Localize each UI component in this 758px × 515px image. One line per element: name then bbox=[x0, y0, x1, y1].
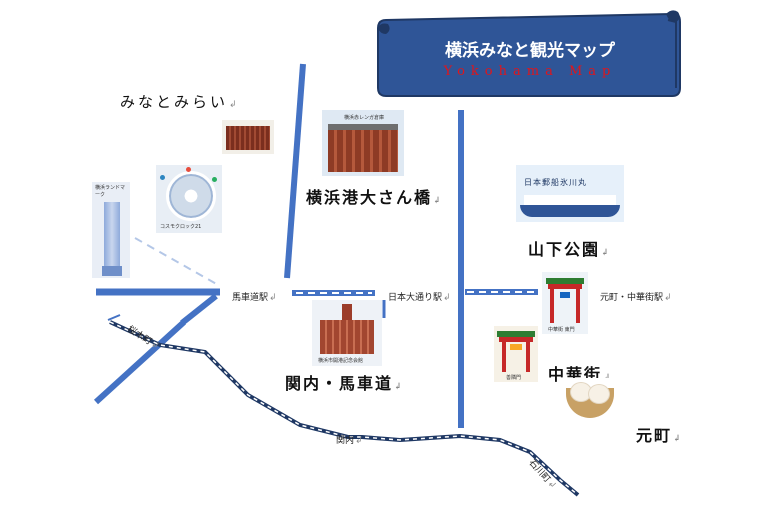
kaiko-kinenkan-caption: 横浜市開港記念会館 bbox=[318, 358, 364, 364]
cosmo-clock-caption: コスモクロック21 bbox=[160, 224, 202, 230]
area-label-osanbashi: 横浜港大さん橋↲ bbox=[306, 188, 443, 207]
station-label-motomachi-chukagai: 元町・中華街駅↲ bbox=[600, 293, 672, 303]
area-label-minatomirai: みなとみらい↲ bbox=[120, 93, 240, 111]
cosmo-clock-photo: コスモクロック21 bbox=[156, 165, 222, 233]
station-label-bashamichi: 馬車道駅↲ bbox=[232, 293, 277, 303]
red-building-photo bbox=[222, 120, 274, 154]
nikuman-photo bbox=[564, 378, 616, 420]
chinatown-east-gate-photo: 中華街 東門 bbox=[542, 272, 588, 334]
map-title: 横浜みなと観光マップ bbox=[445, 41, 615, 61]
area-label-yamashita: 山下公園↲ bbox=[528, 240, 611, 259]
map-subtitle: Yokohama Map bbox=[443, 64, 617, 79]
area-label-kannai: 関内・馬車道↲ bbox=[285, 374, 404, 393]
red-brick-warehouse-photo: 横浜赤レンガ倉庫 bbox=[322, 110, 404, 176]
red-brick-caption: 横浜赤レンガ倉庫 bbox=[344, 115, 385, 121]
road-minatomirai-vertical bbox=[284, 63, 306, 279]
road-diagonal-lower bbox=[93, 319, 187, 405]
hikawamaru-caption: 日本郵船氷川丸 bbox=[524, 178, 587, 187]
subway-line-minatomirai bbox=[134, 237, 221, 287]
station-label-nihon-odori: 日本大通り駅↲ bbox=[388, 293, 451, 303]
road-diagonal-west bbox=[180, 293, 218, 326]
landmark-tower-photo: 横浜ランドマーク bbox=[92, 182, 130, 278]
hikawamaru-photo: 日本郵船氷川丸 bbox=[516, 165, 624, 222]
zenrin-gate-photo: 善隣門 bbox=[494, 326, 538, 382]
area-label-motomachi: 元町↲ bbox=[636, 426, 683, 445]
landmark-tower-caption: 横浜ランドマーク bbox=[95, 185, 126, 198]
zenrin-gate-caption: 善隣門 bbox=[506, 375, 522, 381]
kaiko-kinenkan-photo: 横浜市開港記念会館 bbox=[312, 300, 382, 366]
title-banner bbox=[377, 10, 681, 97]
jr-railway bbox=[109, 320, 580, 497]
station-label-kannai: 関内↲ bbox=[336, 436, 363, 446]
chinatown-east-gate-caption: 中華街 東門 bbox=[548, 327, 575, 333]
railway-stub bbox=[107, 314, 121, 321]
